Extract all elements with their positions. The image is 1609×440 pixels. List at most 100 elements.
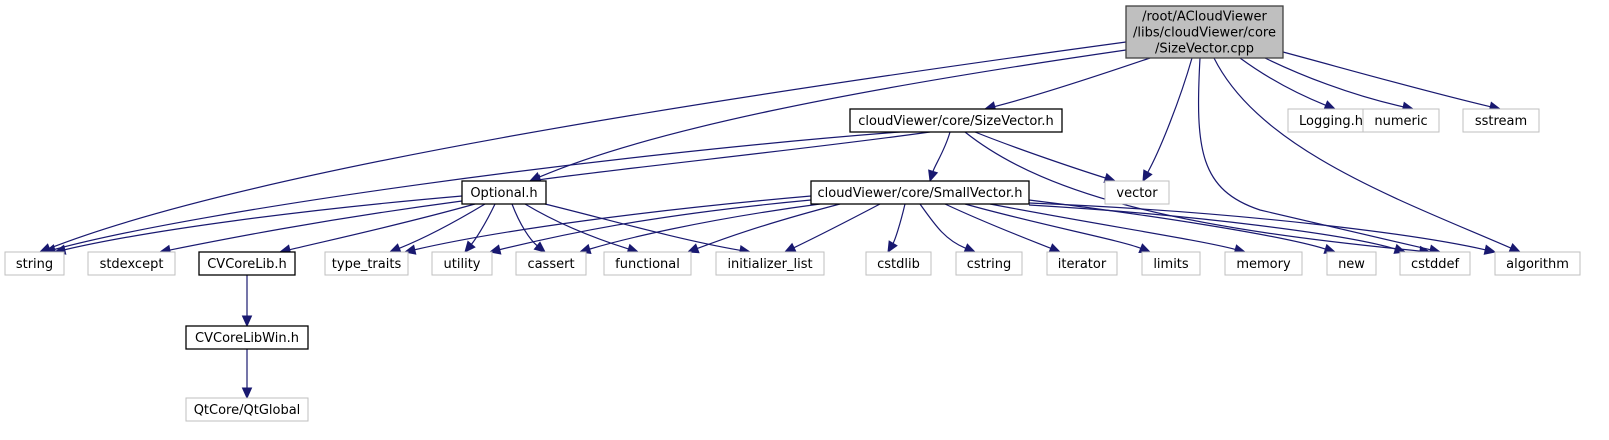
node-box (865, 251, 932, 276)
edge-line (1213, 57, 1512, 249)
edge-smallvector_h-to-algorithm (1028, 202, 1497, 255)
edge-root-to-sstream (1282, 51, 1502, 112)
edge-line (49, 41, 1127, 249)
edge-root-to-algorithm (1213, 57, 1522, 253)
node-algorithm: algorithm (1494, 251, 1581, 276)
arrowhead-icon (1483, 244, 1497, 255)
edge-line (1028, 202, 1486, 251)
node-box (515, 251, 587, 276)
edge-line (539, 131, 931, 181)
node-box (324, 251, 409, 276)
arrowhead-icon (686, 243, 700, 254)
node-initializer-list: initializer_list (715, 251, 825, 276)
edge-smallvector_h-to-cassert (578, 203, 821, 255)
node-new: new (1326, 251, 1377, 276)
node-label: vector (1116, 186, 1158, 201)
node-label: cstdlib (877, 257, 920, 272)
node-box (603, 251, 692, 276)
node-label: cstddef (1411, 257, 1460, 272)
arrowhead-icon (1138, 243, 1152, 253)
node-box (1362, 108, 1440, 133)
node-cassert: cassert (515, 251, 587, 276)
edge-cvcorelib_h-to-cvcorelibwin_h (241, 275, 253, 328)
edge-line (892, 203, 906, 244)
edge-root-to-vector (1142, 57, 1193, 183)
node-box (1399, 251, 1471, 276)
edge-line (54, 131, 901, 250)
node-label: algorithm (1506, 257, 1569, 272)
node-string: string (4, 251, 65, 276)
arrowhead-icon (241, 387, 253, 400)
arrowhead-icon (1048, 243, 1062, 253)
edge-line (919, 203, 966, 249)
edge-line (399, 203, 486, 249)
node-box (1141, 251, 1201, 276)
edge-line (544, 203, 741, 251)
node-label: type_traits (332, 257, 402, 272)
node-label: limits (1153, 257, 1189, 272)
node-memory: memory (1224, 251, 1303, 276)
node-label: CVCoreLib.h (207, 257, 287, 272)
node-box (431, 251, 493, 276)
node-label: numeric (1374, 114, 1427, 129)
edge-optional_h-to-cassert (511, 203, 546, 253)
edge-root-to-numeric (1264, 57, 1415, 112)
edge-smallvector_h-to-functional (686, 203, 841, 254)
edge-line (932, 131, 951, 172)
node-vector: vector (1104, 180, 1170, 205)
node-cstdlib: cstdlib (865, 251, 932, 276)
node-sizevector-h[interactable]: cloudViewer/core/SizeVector.h (849, 108, 1063, 133)
node-functional: functional (603, 251, 692, 276)
edge-cvcorelibwin_h-to-qtglobal (241, 349, 253, 400)
edge-line (793, 203, 881, 249)
arrowhead-icon (928, 169, 939, 183)
node-smallvector-h[interactable]: cloudViewer/core/SmallVector.h (810, 180, 1030, 205)
edge-smallvector_h-to-type_traits (403, 195, 812, 255)
arrowhead-icon (488, 244, 502, 255)
arrowhead-icon (533, 241, 546, 253)
node-box (185, 397, 309, 422)
edge-line (524, 203, 629, 250)
node-optional-h[interactable]: Optional.h (461, 180, 547, 205)
edge-line (511, 203, 538, 247)
node-utility: utility (431, 251, 493, 276)
edge-smallvector_h-to-iterator (944, 203, 1062, 253)
node-cstddef: cstddef (1399, 251, 1471, 276)
node-type-traits: type_traits (324, 251, 409, 276)
node-cvcorelib-h[interactable]: CVCoreLib.h (198, 251, 296, 276)
node-box (1224, 251, 1303, 276)
node-label: /root/ACloudViewer (1142, 10, 1267, 25)
edge-line (414, 195, 812, 251)
node-label: iterator (1058, 257, 1107, 272)
edge-line (974, 131, 1106, 179)
node-label: string (16, 257, 53, 272)
node-label: cstring (967, 257, 1011, 272)
node-root[interactable]: /root/ACloudViewer/libs/cloudViewer/core… (1125, 5, 1284, 59)
node-box (1104, 180, 1170, 205)
arrowhead-icon (1508, 242, 1522, 253)
nodes-layer: /root/ACloudViewer/libs/cloudViewer/core… (4, 5, 1581, 422)
node-label: utility (444, 257, 481, 272)
node-box (1462, 108, 1540, 133)
node-label: Optional.h (470, 186, 537, 201)
edge-line (964, 203, 1141, 249)
node-label: Logging.h (1299, 114, 1363, 129)
edge-line (470, 203, 496, 245)
edge-line (538, 49, 1127, 178)
edge-line (169, 200, 463, 251)
node-box (955, 251, 1023, 276)
node-logging-h: Logging.h (1287, 108, 1375, 133)
edge-smallvector_h-to-utility (488, 199, 812, 255)
edge-line (1198, 57, 1431, 251)
edge-optional_h-to-functional (524, 203, 640, 254)
node-label: functional (615, 257, 680, 272)
edge-optional_h-to-stdexcept (158, 200, 463, 256)
arrowhead-icon (464, 240, 476, 253)
edge-smallvector_h-to-cstring (919, 203, 977, 253)
node-cvcorelibwin-h[interactable]: CVCoreLibWin.h (185, 325, 309, 350)
edge-sizevector_h-to-smallvector_h (928, 131, 951, 183)
node-iterator: iterator (1046, 251, 1118, 276)
edge-line (1282, 51, 1491, 108)
arrowhead-icon (887, 240, 898, 254)
